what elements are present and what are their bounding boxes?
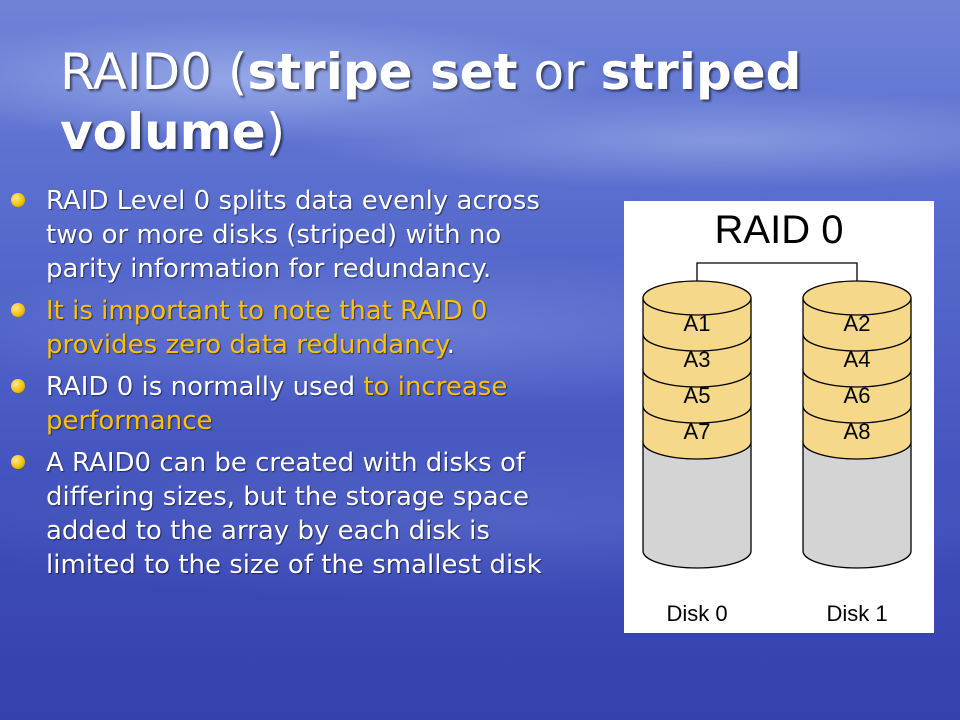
title-part-or: or — [517, 43, 601, 101]
title-part-stripe-set: stripe set — [247, 43, 518, 101]
connector-line — [696, 262, 858, 281]
diagram-title: RAID 0 — [715, 208, 844, 252]
bullet-highlight: It is important to note that RAID 0 prov… — [46, 296, 488, 360]
bullet-text: A RAID0 can be created with disks of dif… — [46, 448, 542, 580]
bullet-text: RAID 0 is normally used — [46, 372, 364, 402]
disk-body — [802, 441, 912, 569]
bullet-dot-icon — [11, 455, 25, 469]
stripe-block-label: A6 — [844, 383, 871, 408]
title-part-close: ) — [265, 103, 286, 161]
title-part-raid0: RAID0 ( — [60, 43, 248, 101]
disk-label: Disk 1 — [826, 601, 887, 626]
stripe-block-label: A4 — [844, 347, 871, 372]
stripe-block-label: A7 — [684, 419, 711, 444]
bullet-dot-icon — [11, 379, 25, 393]
bullet-list: RAID Level 0 splits data evenly across t… — [8, 184, 568, 590]
title-part-striped-volume: striped volume — [60, 43, 802, 161]
slide-title: RAID0 (stripe set or striped volume) — [60, 42, 900, 162]
disk-body — [642, 441, 752, 569]
disk-label: Disk 0 — [666, 601, 727, 626]
bullet-highlight: to increase performance — [46, 372, 508, 436]
bullet-item: A RAID0 can be created with disks of dif… — [8, 446, 568, 582]
stripe-block-label: A3 — [684, 347, 711, 372]
stripe-block-label: A1 — [684, 311, 711, 336]
bullet-dot-icon — [11, 303, 25, 317]
bullet-item: It is important to note that RAID 0 prov… — [8, 294, 568, 362]
stripe-block-label: A5 — [684, 383, 711, 408]
disk-top — [642, 280, 752, 316]
stripe-block-label: A2 — [844, 311, 871, 336]
bullet-dot-icon — [11, 193, 25, 207]
bullet-item: RAID 0 is normally used to increase perf… — [8, 370, 568, 438]
stripe-block-label: A8 — [844, 419, 871, 444]
bullet-item: RAID Level 0 splits data evenly across t… — [8, 184, 568, 286]
bullet-text: . — [446, 330, 455, 360]
disk-top — [802, 280, 912, 316]
bullet-text: RAID Level 0 splits data evenly across t… — [46, 186, 540, 284]
